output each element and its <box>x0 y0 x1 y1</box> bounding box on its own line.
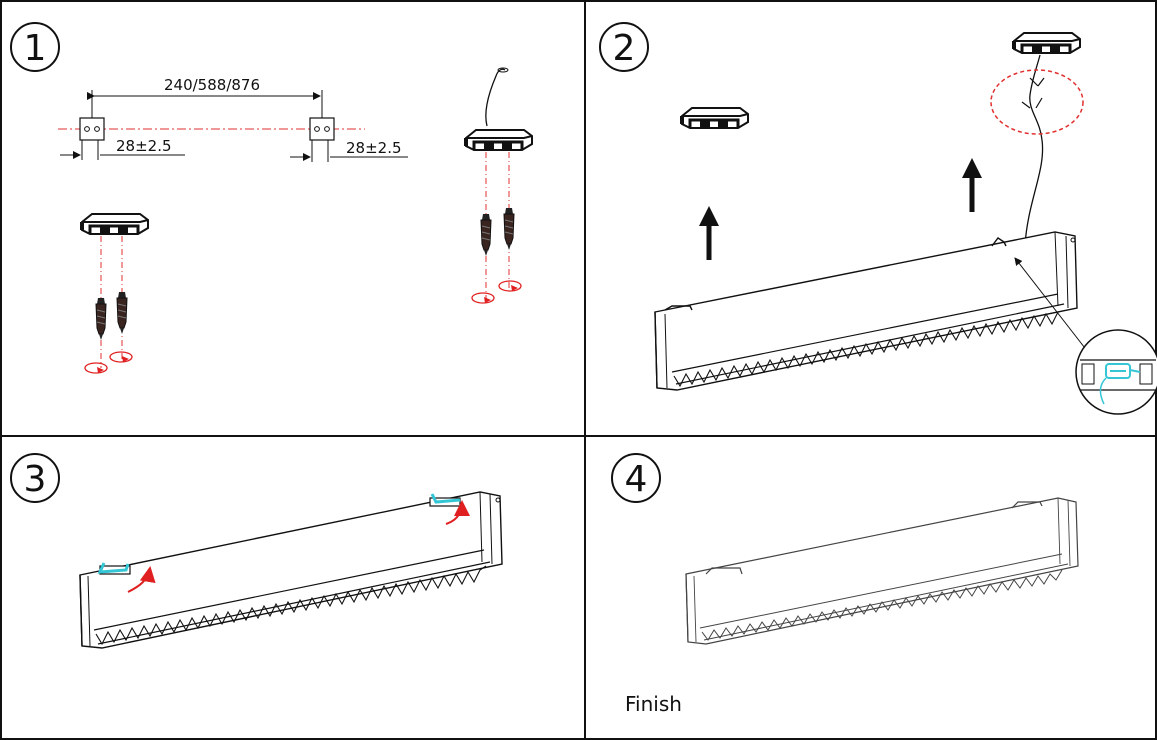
power-cable-icon <box>485 68 506 127</box>
connector-detail-icon <box>1075 329 1157 415</box>
rotate-arrow-icon <box>127 566 156 593</box>
linear-light-fixture-icon <box>654 231 1078 391</box>
power-cable-icon <box>1024 54 1044 246</box>
rotate-arrow-icon <box>471 292 495 304</box>
linear-light-fixture-icon <box>685 497 1079 645</box>
mounting-bracket-icon <box>680 106 750 130</box>
linear-light-fixture-icon <box>79 491 503 649</box>
spacing-dimension-drawing: 240/588/876 28±2.5 28±2.5 <box>58 76 408 162</box>
bracket-assembly-left <box>80 212 150 374</box>
clip-icon <box>430 493 461 504</box>
step-number-3: 3 <box>10 453 60 503</box>
svg-text:2: 2 <box>613 28 636 69</box>
up-arrow-icon <box>962 158 982 212</box>
rotate-arrow-icon <box>109 351 133 363</box>
rotate-arrow-icon <box>498 280 522 292</box>
rotate-arrow-icon <box>445 500 470 525</box>
screw-icon <box>95 297 107 341</box>
up-arrow-icon <box>699 206 719 260</box>
panel-4: 4 Finish <box>611 453 1079 716</box>
bracket-assembly-right <box>464 67 534 304</box>
svg-text:1: 1 <box>24 28 47 69</box>
wire-connection-highlight <box>990 69 1084 135</box>
finish-caption: Finish <box>625 692 682 716</box>
step-number-2: 2 <box>599 22 649 72</box>
screw-icon <box>116 291 128 335</box>
panel-2: 2 <box>599 22 1157 415</box>
svg-text:3: 3 <box>24 459 47 500</box>
spacing-label-right: 28±2.5 <box>346 139 402 157</box>
fixture-length-label: 240/588/876 <box>164 76 260 94</box>
mounting-bracket-icon <box>80 212 150 236</box>
screw-icon <box>503 207 515 251</box>
mounting-bracket-icon <box>1012 31 1082 55</box>
svg-text:4: 4 <box>625 459 648 500</box>
clip-icon <box>97 562 130 574</box>
rotate-arrow-icon <box>84 362 108 374</box>
screw-icon <box>480 213 492 257</box>
spacing-label-left: 28±2.5 <box>116 137 172 155</box>
step-number-1: 1 <box>10 22 60 72</box>
step-number-4: 4 <box>611 453 661 503</box>
panel-1: 1 240/588/876 28±2.5 <box>10 22 534 374</box>
mounting-bracket-icon <box>464 128 534 152</box>
panel-3: 3 <box>10 453 503 649</box>
